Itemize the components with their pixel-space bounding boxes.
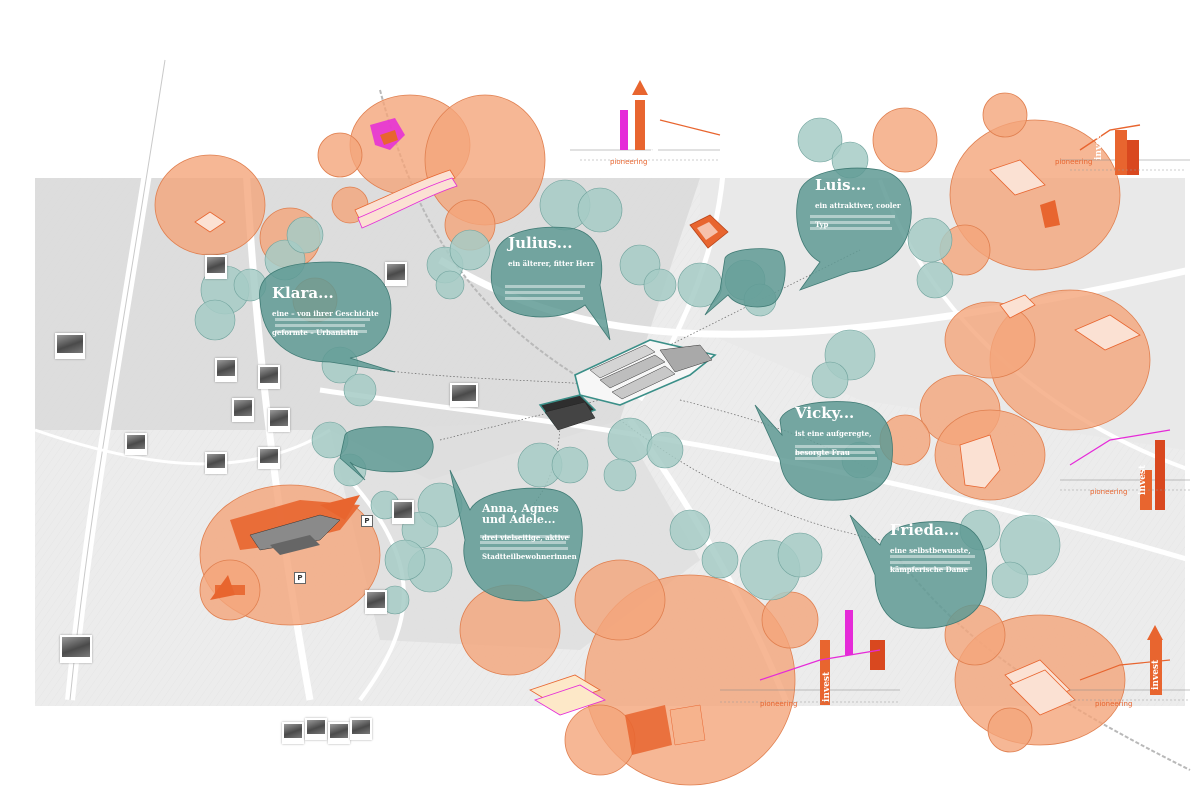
- building-model-topright: [989, 159, 1060, 228]
- timeline-diagram-top: [570, 80, 721, 161]
- persona-vicky: Vicky... ist eine aufgeregte, besorgte F…: [795, 406, 890, 459]
- invest-label: invest: [651, 121, 661, 152]
- persona-subtitle: eine – von ihrer Geschichte geformte – U…: [272, 309, 379, 337]
- persona-luis: Luis... ein attraktiver, cooler Typ: [815, 178, 910, 231]
- site-photo: [282, 722, 304, 744]
- site-photo: [268, 408, 290, 432]
- invest-label: invest: [1094, 129, 1104, 160]
- site-photo: [125, 433, 147, 455]
- persona-name: Klara...: [272, 284, 334, 302]
- persona-julius: Julius... ein älterer, fitter Herr: [508, 236, 598, 270]
- parking-marker: P: [294, 572, 306, 584]
- site-photo: [450, 383, 478, 407]
- site-photo: [258, 365, 280, 389]
- invest-label: invest: [1151, 659, 1161, 690]
- pioneering-label: pioneering: [1055, 158, 1093, 166]
- persona-frieda: Frieda... eine selbstbewusste, kämpferis…: [890, 523, 985, 576]
- persona-subtitle: ein attraktiver, cooler Typ: [815, 201, 901, 229]
- building-model-bottomcenter: [529, 674, 706, 755]
- building-model-bottomleft: [210, 495, 360, 600]
- timeline-diagram-bottomright: [1070, 625, 1190, 701]
- parking-marker: P: [361, 515, 373, 527]
- site-photo: [205, 255, 227, 279]
- site-photo: [385, 262, 407, 286]
- invest-label: invest: [822, 671, 832, 702]
- site-photo: [365, 590, 387, 614]
- site-photo: [215, 358, 237, 382]
- persona-klara: Klara... eine – von ihrer Geschichte gef…: [272, 286, 382, 339]
- site-photo: [350, 718, 372, 740]
- persona-name: Vicky...: [795, 404, 855, 422]
- pioneering-label: pioneering: [760, 700, 798, 708]
- central-building-model: [538, 339, 717, 431]
- persona-subtitle: ist eine aufgeregte, besorgte Frau: [795, 429, 872, 457]
- timeline-diagram-topright: [1060, 124, 1190, 175]
- site-photo: [305, 718, 327, 740]
- persona-name: Anna, Agnes und Adele...: [482, 502, 559, 526]
- building-model-topleft: [194, 211, 226, 233]
- building-model-topcenter: [354, 169, 458, 229]
- site-photo: [392, 500, 414, 524]
- persona-subtitle: ein älterer, fitter Herr: [508, 259, 595, 268]
- speech-bubbles: [259, 167, 988, 629]
- site-photo: [55, 333, 85, 359]
- persona-anna-agnes-adele: Anna, Agnes und Adele... drei vielseitig…: [482, 503, 582, 563]
- persona-subtitle: drei vielseitige, aktive Stadtteilbewohn…: [482, 533, 577, 561]
- pioneering-label: pioneering: [610, 158, 648, 166]
- timeline-diagram-right: [1060, 429, 1190, 510]
- building-model-right: [959, 294, 1141, 489]
- building-model-center: [689, 214, 729, 249]
- pioneering-label: pioneering: [1095, 700, 1133, 708]
- pioneering-label: pioneering: [1090, 488, 1128, 496]
- persona-name: Frieda...: [890, 521, 960, 539]
- magenta-building-plan: [370, 118, 405, 150]
- persona-subtitle: eine selbstbewusste, kämpferische Dame: [890, 546, 971, 574]
- orange-cluster-topright: [872, 92, 1121, 276]
- site-photo: [258, 447, 280, 469]
- site-photo: [60, 635, 92, 663]
- bubble-text-blocks: [275, 215, 975, 570]
- persona-name: Julius...: [508, 234, 573, 252]
- timeline-diagram-bottomcenter: [720, 610, 900, 705]
- site-photo: [232, 398, 254, 422]
- persona-name: Luis...: [815, 176, 867, 194]
- site-photo: [205, 452, 227, 474]
- invest-label: invest: [1138, 464, 1148, 495]
- site-photo: [328, 722, 350, 744]
